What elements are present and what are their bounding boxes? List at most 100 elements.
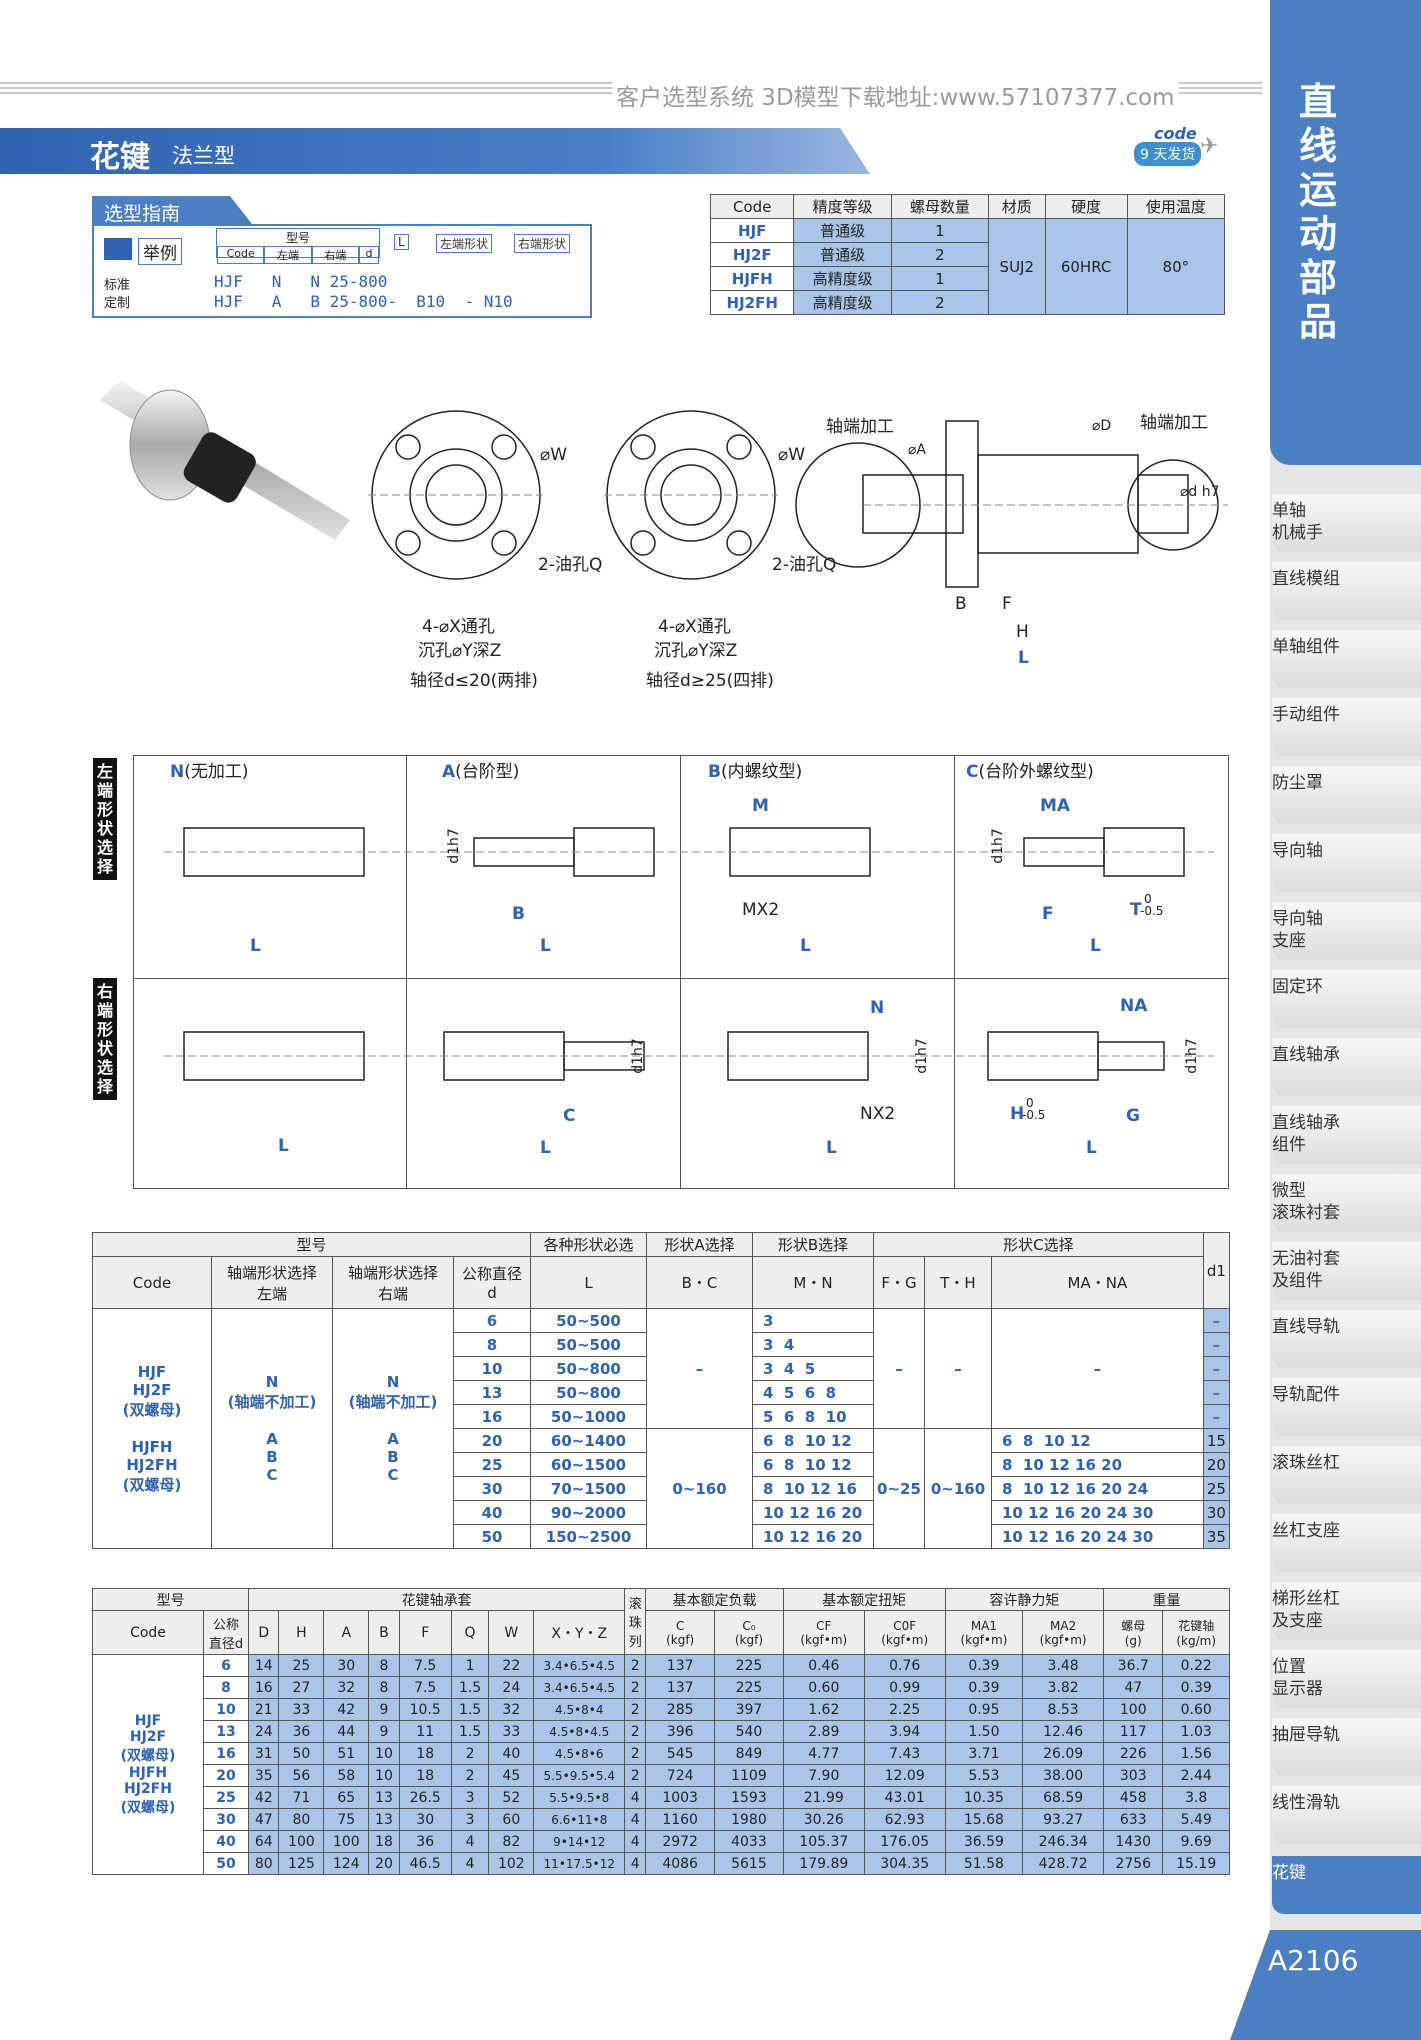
mt-cell: 0~25 (873, 1428, 925, 1549)
sidebar-item[interactable]: 抽屉导轨 (1272, 1718, 1421, 1776)
mt-h-l: L (530, 1256, 647, 1309)
sidebar-item[interactable]: 无油衬套 及组件 (1272, 1242, 1421, 1300)
dt-cell: 65 (323, 1786, 370, 1809)
mt-h-shapeB: 形状B选择 (752, 1232, 874, 1257)
spec-code: HJFH (709, 266, 795, 291)
sidebar-item[interactable]: 固定环 (1272, 970, 1421, 1028)
sidebar-item[interactable]: 导向轴 支座 (1272, 902, 1421, 960)
left-end-selection-label: 左端形状选择 (93, 758, 117, 880)
dt-cell: 1.5 (450, 1720, 490, 1743)
mt-cell: 60~1500 (530, 1452, 647, 1477)
mt-cell: 35 (1202, 1524, 1231, 1549)
title-bar (0, 128, 870, 174)
sidebar-item[interactable]: 导向轴 (1272, 834, 1421, 892)
counterbore-label: 沉孔⌀Y深Z (654, 641, 738, 661)
dt-cell: 12.46 (1022, 1720, 1105, 1743)
dt-cell: 16 (247, 1676, 280, 1699)
sidebar-item[interactable]: 梯形丝杠 及支座 (1272, 1582, 1421, 1640)
dt-cell: 10.5 (398, 1698, 452, 1721)
mt-cell: 4 5 6 8 (752, 1380, 874, 1405)
dt-cell: 4.5•8•4.5 (533, 1720, 626, 1743)
mt-cell: – (1202, 1380, 1231, 1405)
mt-cell: 8 10 12 16 20 (991, 1452, 1204, 1477)
dt-h-torque: 基本额定扭矩 (782, 1588, 946, 1611)
sidebar-item[interactable]: 花键 (1272, 1856, 1421, 1914)
dt-cell: 1160 (645, 1808, 716, 1831)
dim-label: L (250, 936, 261, 956)
sidebar-item[interactable]: 直线模组 (1272, 562, 1421, 620)
mt-cell: 0~160 (924, 1428, 992, 1549)
mt-h-mn: M・N (752, 1256, 874, 1309)
dt-cell: 2 (450, 1764, 490, 1787)
dt-cell: 26.09 (1022, 1742, 1105, 1765)
sidebar-item[interactable]: 单轴组件 (1272, 630, 1421, 688)
sidebar-item[interactable]: 单轴 机械手 (1272, 494, 1421, 552)
product-photo (100, 380, 350, 540)
download-url-text[interactable]: 客户选型系统 3D模型下载地址:www.57107377.com (612, 78, 1179, 112)
mt-cell: 6 (453, 1308, 531, 1333)
dt-cell: 458 (1103, 1786, 1164, 1809)
dt-cell: 14 (247, 1654, 280, 1677)
dim-label: N (870, 998, 885, 1018)
dt-cell: 4086 (645, 1852, 716, 1875)
dt-cell: 1.5 (450, 1698, 490, 1721)
dt-h-nut: 螺母 (g) (1103, 1610, 1164, 1655)
sidebar-item[interactable]: 直线轴承 (1272, 1038, 1421, 1096)
sidebar-item[interactable]: 直线导轨 (1272, 1310, 1421, 1368)
dt-cell: 4 (624, 1852, 647, 1875)
monitor-icon (104, 238, 132, 260)
dt-cell: 0.46 (782, 1654, 865, 1677)
shape-a-title: A(台阶型) (442, 762, 520, 782)
tol-label: -0.5 (1140, 904, 1164, 918)
dt-cell: 0.39 (944, 1676, 1024, 1699)
dt-cell: 1430 (1103, 1830, 1164, 1853)
dimension-table: 型号 花键轴承套 滚 珠 列 基本额定负载 基本额定扭矩 容许静力矩 重量 Co… (92, 1588, 1230, 1875)
divider (680, 756, 681, 1188)
dim-label: M (752, 796, 769, 816)
dt-cell: 64 (247, 1830, 280, 1853)
dt-cell: 0.22 (1162, 1654, 1230, 1677)
dt-cell: 13 (203, 1720, 249, 1743)
spec-nuts: 2 (890, 290, 990, 315)
dt-cell: 36.7 (1103, 1654, 1164, 1677)
sidebar-item[interactable]: 导轨配件 (1272, 1378, 1421, 1436)
sidebar-item[interactable]: 滚珠丝杠 (1272, 1446, 1421, 1504)
dt-cell: 125 (278, 1852, 325, 1875)
dim-label: L (540, 1138, 551, 1158)
dt-cell: 100 (278, 1830, 325, 1853)
dt-cell: 13 (368, 1808, 400, 1831)
dt-cell: 25 (278, 1654, 325, 1677)
dim-label: G (1126, 1106, 1140, 1126)
dt-cell: 137 (645, 1654, 716, 1677)
right-end-label: 右端 (311, 246, 359, 264)
sidebar-item[interactable]: 微型 滚珠衬套 (1272, 1174, 1421, 1232)
dt-cell: 33 (278, 1698, 325, 1721)
dt-codes: HJF HJ2F (双螺母) HJFH HJ2FH (双螺母) (92, 1654, 204, 1875)
sidebar-item[interactable]: 线性滑轨 (1272, 1786, 1421, 1844)
dt-cell: 0.95 (944, 1698, 1024, 1721)
sidebar-item[interactable]: 防尘罩 (1272, 766, 1421, 824)
left-shape-label: 左端形状 (436, 234, 493, 253)
dt-cell: 38.00 (1022, 1764, 1105, 1787)
dt-cell: 20 (368, 1852, 400, 1875)
dt-cell: 32 (323, 1676, 370, 1699)
mt-cell: 3 4 (752, 1332, 874, 1357)
dt-cell: 5.49 (1162, 1808, 1230, 1831)
left-end-label: 左端 (264, 246, 312, 264)
mt-cell: 5 6 8 10 (752, 1404, 874, 1429)
dt-cell: 71 (278, 1786, 325, 1809)
dt-cell: 9 (368, 1720, 400, 1743)
dt-h-rows: 滚 珠 列 (624, 1588, 647, 1655)
sidebar-item[interactable]: 直线轴承 组件 (1272, 1106, 1421, 1164)
dt-cell: 80 (247, 1852, 280, 1875)
dim-label: NX2 (860, 1104, 896, 1124)
dt-cell: 13 (368, 1786, 400, 1809)
selection-guide: 举例 型号 Code 左端 右端 d L 左端形状 右端形状 标准 定制 HJF… (92, 224, 592, 318)
sidebar-item[interactable]: 丝杠支座 (1272, 1514, 1421, 1572)
spec-h-temp: 使用温度 (1126, 194, 1226, 219)
sidebar-item[interactable]: 手动组件 (1272, 698, 1421, 756)
mt-h-bc: B・C (646, 1256, 753, 1309)
dt-cell: 3.4•6.5•4.5 (533, 1654, 626, 1677)
sidebar-item[interactable]: 位置 显示器 (1272, 1650, 1421, 1708)
dim-label: MA (1040, 796, 1071, 816)
